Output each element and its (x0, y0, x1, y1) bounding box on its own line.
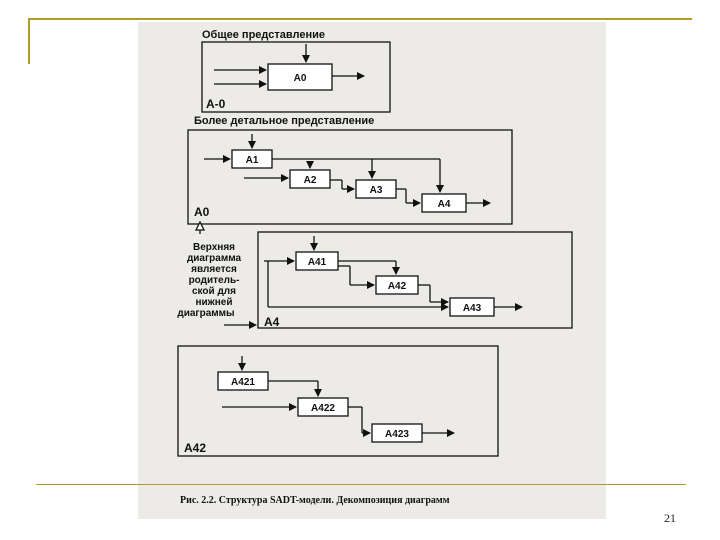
block-a2 (289, 169, 331, 189)
frame-a42 (177, 345, 499, 457)
note-line-5: ской для (192, 286, 236, 297)
text-block-a3: А3 (370, 185, 383, 196)
text-block-a422: А422 (311, 403, 335, 414)
note-line-3: является (191, 264, 237, 275)
text-block-a41: А41 (308, 257, 327, 268)
note-line-7: диаграммы (177, 308, 234, 319)
page-number: 21 (664, 511, 676, 525)
block-a0 (267, 63, 333, 91)
figure-caption: Рис. 2.2. Структура SADT-модели. Декомпо… (180, 495, 450, 506)
top-accent-line (28, 18, 692, 20)
text-block-a1: А1 (246, 155, 259, 166)
left-accent-line (28, 18, 30, 64)
bottom-accent-line (36, 484, 686, 485)
frame-a4 (257, 231, 573, 329)
text-block-a4: А4 (438, 199, 451, 210)
label-detailed-view: Более детальное представление (194, 115, 374, 127)
note-line-1: Верхняя (193, 242, 235, 253)
text-block-a0: А0 (294, 73, 307, 84)
label-general-view: Общее представление (202, 29, 325, 41)
text-block-a421: А421 (231, 377, 255, 388)
text-block-a2: А2 (304, 175, 317, 186)
note-line-6: нижней (195, 297, 232, 308)
frame-a-minus-0 (201, 41, 391, 113)
label-a4-frame: А4 (264, 315, 280, 329)
frame-a0-detail (187, 129, 513, 225)
note-line-2: диаграмма (187, 253, 242, 264)
label-a0-frame: А0 (194, 205, 210, 219)
text-block-a42: А42 (388, 281, 407, 292)
text-block-a423: А423 (385, 429, 409, 440)
label-a-minus-0: А-0 (206, 97, 226, 111)
note-line-4: родитель- (189, 275, 240, 286)
text-block-a43: А43 (463, 303, 482, 314)
label-a42-frame: А42 (184, 441, 206, 455)
